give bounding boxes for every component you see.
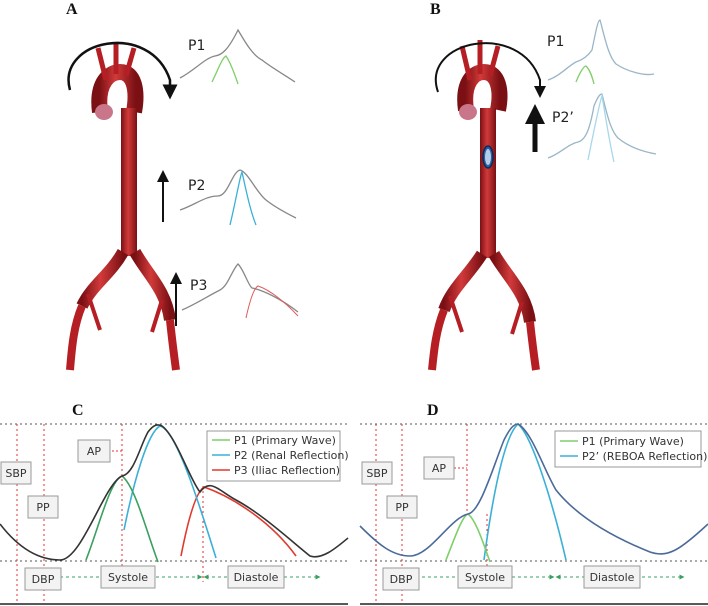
dbp-label: DBP bbox=[32, 573, 55, 586]
aortic-arch bbox=[91, 63, 144, 114]
right-iliac bbox=[129, 248, 176, 322]
pp-box: PP bbox=[386, 495, 418, 519]
ap-box: AP bbox=[423, 456, 455, 480]
legend-d: P1 (Primary Wave) P2’ (REBOA Reflection) bbox=[554, 430, 707, 468]
renal-reflection-wave bbox=[229, 170, 257, 226]
panel-d: D SBP PP AP DBP Systol bbox=[359, 402, 708, 605]
aortic-arch bbox=[457, 63, 508, 112]
left-internal-iliac bbox=[448, 295, 464, 333]
composite-waveform bbox=[359, 423, 708, 557]
primary-wave bbox=[575, 65, 595, 85]
reboa-reflection-wave bbox=[587, 93, 615, 163]
pp-label: PP bbox=[36, 501, 50, 514]
right-iliac bbox=[488, 250, 536, 324]
wave-label-p3-a: P3 bbox=[190, 278, 207, 294]
arch-branch-3 bbox=[123, 47, 137, 77]
systole-label: Systole bbox=[108, 571, 148, 584]
composite-wave bbox=[179, 28, 296, 83]
legend-label: P1 (Primary Wave) bbox=[234, 434, 336, 447]
waveform-p1-b bbox=[547, 19, 655, 85]
descending-aorta bbox=[121, 108, 137, 256]
sbp-label: SBP bbox=[5, 467, 27, 480]
aorta-illustration-a bbox=[66, 42, 180, 371]
composite-waveform bbox=[0, 424, 349, 561]
panel-c: C SBP PP AP DBP S bbox=[0, 402, 349, 605]
legend-label: P2’ (REBOA Reflection) bbox=[582, 450, 707, 463]
composite-wave bbox=[547, 93, 657, 159]
legend-item: P1 (Primary Wave) bbox=[560, 435, 684, 448]
waveform-p2-b bbox=[547, 93, 657, 163]
aorta-illustration-b bbox=[428, 40, 540, 371]
composite-wave bbox=[181, 263, 299, 313]
systole-label: Systole bbox=[465, 571, 505, 584]
left-femoral bbox=[428, 308, 448, 371]
composite-wave bbox=[547, 19, 655, 81]
composite-wave bbox=[179, 169, 297, 219]
diastole-box: Diastole bbox=[227, 565, 285, 589]
pp-box: PP bbox=[27, 495, 59, 519]
systole-box: Systole bbox=[100, 565, 156, 589]
diastole-label: Diastole bbox=[234, 571, 279, 584]
aortic-root bbox=[459, 104, 477, 120]
curved-arrow-p1-b bbox=[434, 42, 546, 98]
dbp-box: DBP bbox=[382, 567, 420, 591]
legend-item: P3 (Iliac Reflection) bbox=[212, 464, 340, 477]
waveform-p1-a bbox=[179, 28, 296, 85]
panel-b: B P1 P2’ bbox=[428, 1, 657, 371]
waveform-p2-a bbox=[179, 169, 297, 226]
curved-arrow-p1-a bbox=[67, 41, 178, 100]
legend-item: P2’ (REBOA Reflection) bbox=[560, 450, 707, 463]
wave-label-p1-b: P1 bbox=[547, 34, 564, 50]
waveform-p3-a bbox=[181, 263, 299, 319]
ap-label: AP bbox=[432, 462, 447, 475]
wave-label-p1-a: P1 bbox=[188, 38, 205, 54]
primary-wave bbox=[445, 513, 491, 563]
left-internal-iliac bbox=[86, 293, 102, 331]
diastole-label: Diastole bbox=[590, 571, 635, 584]
panel-a: A P1 P2 P3 bbox=[66, 1, 299, 371]
iliac-reflection-wave bbox=[245, 285, 299, 319]
legend-label: P3 (Iliac Reflection) bbox=[234, 464, 340, 477]
right-femoral bbox=[526, 321, 540, 371]
left-iliac bbox=[76, 248, 129, 309]
arch-branch-1 bbox=[459, 45, 473, 81]
wave-label-p2-b: P2’ bbox=[552, 110, 574, 126]
reboa-balloon-inner bbox=[485, 149, 491, 165]
panel-d-letter: D bbox=[427, 402, 439, 419]
renal-reflection-wave bbox=[123, 425, 217, 559]
arch-branch-3 bbox=[487, 45, 501, 77]
left-femoral bbox=[66, 304, 86, 371]
iliac-reflection-wave bbox=[180, 486, 297, 557]
sbp-label: SBP bbox=[366, 467, 388, 480]
legend-item: P2 (Renal Reflection) bbox=[212, 449, 349, 462]
left-iliac bbox=[438, 250, 488, 313]
legend-label: P1 (Primary Wave) bbox=[582, 435, 684, 448]
right-internal-iliac bbox=[150, 299, 164, 333]
wave-label-p2-a: P2 bbox=[188, 178, 205, 194]
panel-b-letter: B bbox=[430, 1, 441, 18]
systole-box: Systole bbox=[457, 565, 513, 589]
arch-branch-1 bbox=[95, 47, 109, 81]
reboa-reflection-wave bbox=[483, 422, 567, 561]
dbp-box: DBP bbox=[24, 567, 62, 591]
dbp-label: DBP bbox=[390, 573, 413, 586]
legend-c: P1 (Primary Wave) P2 (Renal Reflection) … bbox=[206, 430, 349, 482]
ap-label: AP bbox=[87, 445, 102, 458]
aortic-root bbox=[95, 104, 113, 120]
primary-wave bbox=[211, 55, 239, 85]
panel-c-letter: C bbox=[72, 402, 84, 419]
sbp-box: SBP bbox=[361, 461, 393, 485]
legend-item: P1 (Primary Wave) bbox=[212, 434, 336, 447]
pp-label: PP bbox=[395, 501, 409, 514]
right-internal-iliac bbox=[510, 301, 524, 335]
right-femoral bbox=[166, 319, 180, 371]
sbp-box: SBP bbox=[0, 461, 32, 485]
ap-box: AP bbox=[77, 439, 111, 463]
legend-label: P2 (Renal Reflection) bbox=[234, 449, 349, 462]
panel-a-letter: A bbox=[66, 1, 78, 18]
diastole-box: Diastole bbox=[583, 565, 641, 589]
descending-aorta bbox=[480, 108, 496, 258]
